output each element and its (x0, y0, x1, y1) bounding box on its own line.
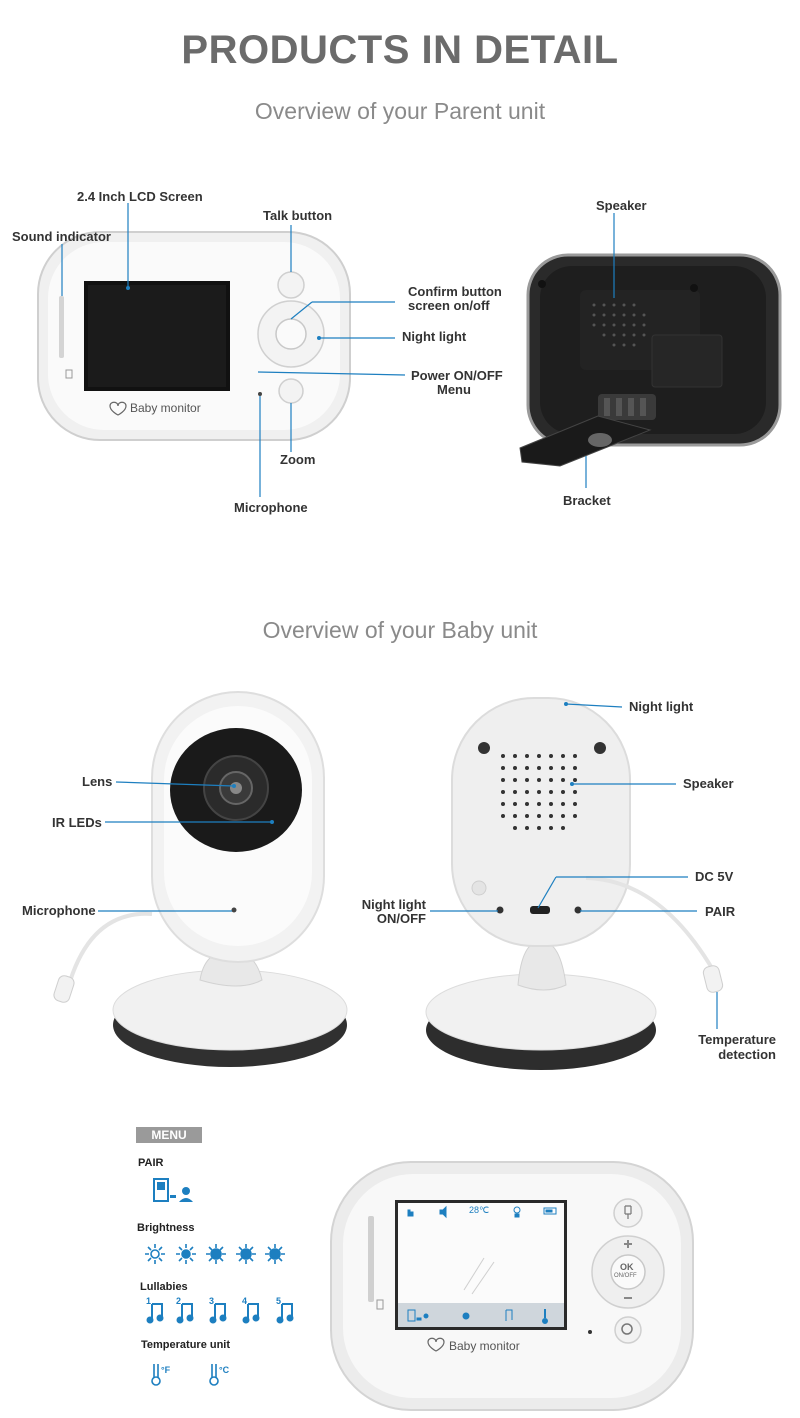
baby-unit-subtitle: Overview of your Baby unit (262, 617, 538, 643)
baby-back-head (451, 697, 631, 947)
talk-button-label: Talk button (263, 208, 333, 223)
parent-speaker-label: Speaker (596, 198, 647, 213)
bracket-label: Bracket (563, 493, 611, 508)
menu-talk-button (613, 1198, 643, 1228)
parent-front-leader-lines (61, 203, 406, 497)
sun-icon-5 (265, 1244, 285, 1264)
page-title: PRODUCTS IN DETAIL (181, 28, 619, 72)
lullaby-number-2: 2 (176, 1296, 182, 1306)
parent-unit-subtitle: Overview of your Parent unit (254, 98, 546, 124)
lullaby-number-1: 1 (146, 1296, 152, 1306)
temperature-cable (66, 911, 153, 989)
lullaby-icons: 1 2 3 4 5 (144, 1296, 304, 1324)
baby-leader-lines (98, 703, 718, 1029)
baby-speaker-label: Speaker (683, 776, 734, 791)
bracket-stand (519, 415, 652, 467)
night-light-onoff-label-2: ON/OFF (376, 911, 426, 926)
lcd-screen-label: 2.4 Inch LCD Screen (77, 189, 203, 204)
pair-icon (153, 1178, 193, 1202)
sun-icon-1 (145, 1244, 165, 1264)
ir-leds-label: IR LEDs (52, 815, 102, 830)
parent-speaker-grille (592, 303, 646, 347)
music-note-icon-2 (176, 1303, 194, 1324)
parent-microphone-label: Microphone (234, 500, 308, 515)
music-note-icon-4 (242, 1303, 260, 1324)
sun-icon-2 (176, 1244, 196, 1264)
unit-celsius: °C (219, 1365, 230, 1375)
lullaby-number-5: 5 (276, 1296, 282, 1306)
lullaby-number-4: 4 (242, 1296, 248, 1306)
menu-zoom-button (614, 1316, 642, 1344)
bulb-icon (513, 1206, 521, 1218)
dc-port (530, 906, 550, 914)
menu-bar (398, 1303, 564, 1327)
baby-night-light-label: Night light (629, 699, 694, 714)
temperature-label-2: detection (718, 1047, 776, 1062)
menu-sun-icon (462, 1312, 470, 1320)
mic-icon (624, 1205, 632, 1219)
battery-status-icon (543, 1207, 557, 1215)
baby-unit-illustration (53, 691, 724, 1070)
music-note-icon-5 (276, 1303, 294, 1324)
screen-temperature: 28℃ (469, 1205, 490, 1215)
sun-icon-3 (206, 1244, 226, 1264)
night-light-switch (496, 906, 504, 914)
lens-label: Lens (82, 774, 113, 789)
signal-icon (407, 1209, 414, 1217)
confirm-button-label-2: screen on/off (408, 298, 490, 313)
parent-front-illustration (37, 203, 406, 497)
temperature-label-1: Temperature (698, 1032, 776, 1047)
ok-sub-label: ON/OFF (614, 1273, 637, 1279)
baby-microphone-label: Microphone (22, 903, 96, 918)
menu-lullabies-heading: Lullabies (140, 1281, 188, 1293)
parent-back-leader-lines (585, 213, 615, 488)
lullaby-number-3: 3 (209, 1296, 215, 1306)
ok-label: OK (620, 1262, 634, 1272)
microphone-hole (258, 392, 262, 396)
night-light-onoff-label-1: Night light (361, 897, 426, 912)
brightness-icons (145, 1244, 285, 1264)
temperature-probe (702, 965, 724, 993)
sun-icon-4 (236, 1244, 256, 1264)
zoom-icon (621, 1323, 633, 1335)
menu-note-icon (505, 1309, 513, 1321)
menu-temperature-unit-heading: Temperature unit (141, 1339, 231, 1351)
music-note-icon-3 (209, 1303, 227, 1324)
temperature-unit-icons (151, 1364, 219, 1386)
menu-brand-text: Baby monitor (449, 1339, 520, 1353)
menu-brightness-heading: Brightness (137, 1222, 195, 1234)
menu-pair-heading: PAIR (138, 1157, 164, 1169)
parent-menu-illustration (330, 1161, 694, 1411)
dc-5v-label: DC 5V (695, 869, 734, 884)
sound-indicator-strip (59, 296, 64, 358)
sound-indicator-label: Sound indicator (12, 229, 111, 244)
heart-logo-icon (109, 401, 127, 416)
menu-ok-button (610, 1254, 646, 1290)
menu-thermometer-icon (542, 1309, 548, 1324)
unit-fahrenheit: °F (161, 1365, 171, 1375)
baby-microphone-hole (231, 907, 237, 913)
parent-back-illustration (519, 213, 782, 488)
thermometer-f-icon (151, 1364, 161, 1386)
battery-icon (65, 369, 73, 379)
power-label-1: Power ON/OFF (411, 368, 503, 383)
power-label-2: Menu (437, 382, 471, 397)
menu-heart-logo-icon (427, 1337, 445, 1352)
pair-button (574, 906, 582, 914)
pair-label: PAIR (705, 904, 736, 919)
menu-pair-icon (407, 1309, 429, 1322)
parent-brand-text: Baby monitor (130, 401, 201, 415)
parent-night-light-label: Night light (402, 329, 467, 344)
menu-sound-indicator (368, 1216, 374, 1302)
confirm-button-label-1: Confirm button (408, 284, 502, 299)
volume-icon (439, 1205, 447, 1219)
thermometer-c-icon (209, 1364, 219, 1386)
baby-speaker-grille (501, 754, 577, 830)
menu-tag: MENU (136, 1127, 202, 1143)
music-note-icon-1 (146, 1303, 164, 1324)
zoom-label: Zoom (280, 452, 316, 467)
